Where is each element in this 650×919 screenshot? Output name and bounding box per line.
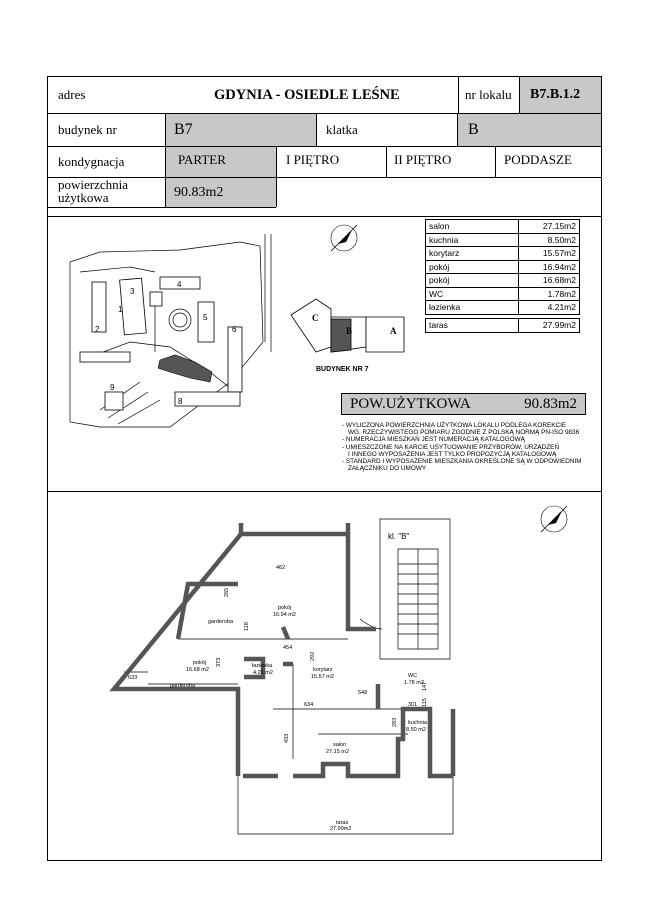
apartment-card: adres GDYNIA - OSIEDLE LEŚNE nr lokalu B… — [47, 76, 602, 861]
north-arrow-icon — [540, 505, 568, 533]
stair-label: klatka — [326, 122, 358, 137]
room-label: taras — [336, 820, 348, 826]
floor-parter: PARTER — [166, 147, 276, 177]
site-building-7: 7 — [203, 360, 208, 369]
building-caption: BUDYNEK NR 7 — [316, 366, 369, 373]
area-label-line1: powierzchnia — [58, 177, 129, 192]
building-value: B7 — [166, 114, 316, 146]
room-label: salon — [333, 742, 346, 748]
dimension: 548 — [358, 690, 367, 696]
building-label: budynek nr — [58, 122, 117, 137]
stair-value: B — [458, 114, 601, 146]
dimension: 265 — [224, 588, 230, 597]
usable-area-label: POW.UŻYTKOWA — [350, 395, 471, 412]
site-building-4: 4 — [177, 280, 182, 289]
area-value: 90.83m2 — [166, 178, 276, 207]
dimension: 454 — [283, 645, 292, 651]
room-area: 27.15 m2 — [326, 749, 349, 755]
address-label: adres — [58, 87, 86, 102]
room-label: korytarz — [313, 667, 333, 673]
site-building-8: 8 — [178, 397, 183, 406]
dimension: 373 — [216, 658, 222, 667]
address-value: GDYNIA - OSIEDLE LEŚNE — [214, 86, 400, 103]
site-building-2: 2 — [95, 325, 100, 334]
stair-label: kl. "B" — [388, 532, 409, 541]
dimension: 633 — [128, 675, 137, 681]
dimension: 118 — [244, 622, 250, 631]
room-area: 15.57 m2 — [311, 674, 334, 680]
site-building-5: 5 — [203, 313, 208, 322]
dimension: 433 — [284, 734, 290, 743]
wardrobe-label: garderoba — [170, 683, 196, 689]
site-plan: 1 2 3 4 5 6 7 8 9 — [69, 234, 272, 428]
room-label: WC — [408, 673, 417, 679]
dimension: 115 — [422, 698, 428, 707]
key-stair-b: B — [346, 326, 352, 336]
room-label: pokój — [278, 605, 291, 611]
floor-second: II PIĘTRO — [394, 152, 452, 167]
dimension: 634 — [304, 702, 313, 708]
room-area: 16.94 m2 — [273, 612, 296, 618]
room-label: pokój — [193, 660, 206, 666]
room-area: 27.99m2 — [330, 826, 351, 832]
key-stair-c: C — [312, 313, 319, 323]
area-label-line2: użytkowa — [58, 190, 109, 205]
room-label: łazienka — [252, 663, 273, 669]
site-building-1: 1 — [118, 305, 123, 314]
building-key-plan: C B A — [290, 298, 405, 353]
floor-label: kondygnacja — [58, 154, 125, 169]
wardrobe-label: garderoba — [208, 619, 234, 625]
unit-value: B7.B.1.2 — [520, 77, 601, 113]
dimension: 462 — [276, 565, 285, 571]
room-area: 8.50 m2 — [406, 727, 426, 733]
site-building-9: 9 — [110, 383, 115, 392]
floor-first: I PIĘTRO — [286, 152, 340, 167]
dimension: 301 — [408, 702, 417, 708]
north-arrow-icon — [330, 224, 358, 252]
key-stair-a: A — [390, 326, 397, 336]
notes: - WYLICZONA POWIERZCHNIA UŻYTKOWA LOKALU… — [342, 422, 582, 473]
unit-label: nr lokalu — [465, 87, 512, 102]
site-building-6: 6 — [232, 325, 237, 334]
dimension: 147 — [422, 682, 428, 691]
site-building-3: 3 — [130, 287, 135, 296]
floor-plan: kl. "B" pokój 16.94 m2 pokój 16.68 m2 ła… — [109, 518, 456, 835]
floor-attic: PODDASZE — [504, 152, 572, 167]
usable-area-value: 90.83m2 — [524, 395, 577, 412]
room-label: kuchnia — [408, 720, 428, 726]
dimension: 292 — [310, 652, 316, 661]
room-area: 1.78 m2 — [404, 680, 424, 686]
usable-area-banner: POW.UŻYTKOWA 90.83m2 — [341, 393, 586, 415]
dimension: 283 — [392, 718, 398, 727]
room-area: 4.21 m2 — [253, 670, 273, 676]
room-area: 16.68 m2 — [186, 667, 209, 673]
